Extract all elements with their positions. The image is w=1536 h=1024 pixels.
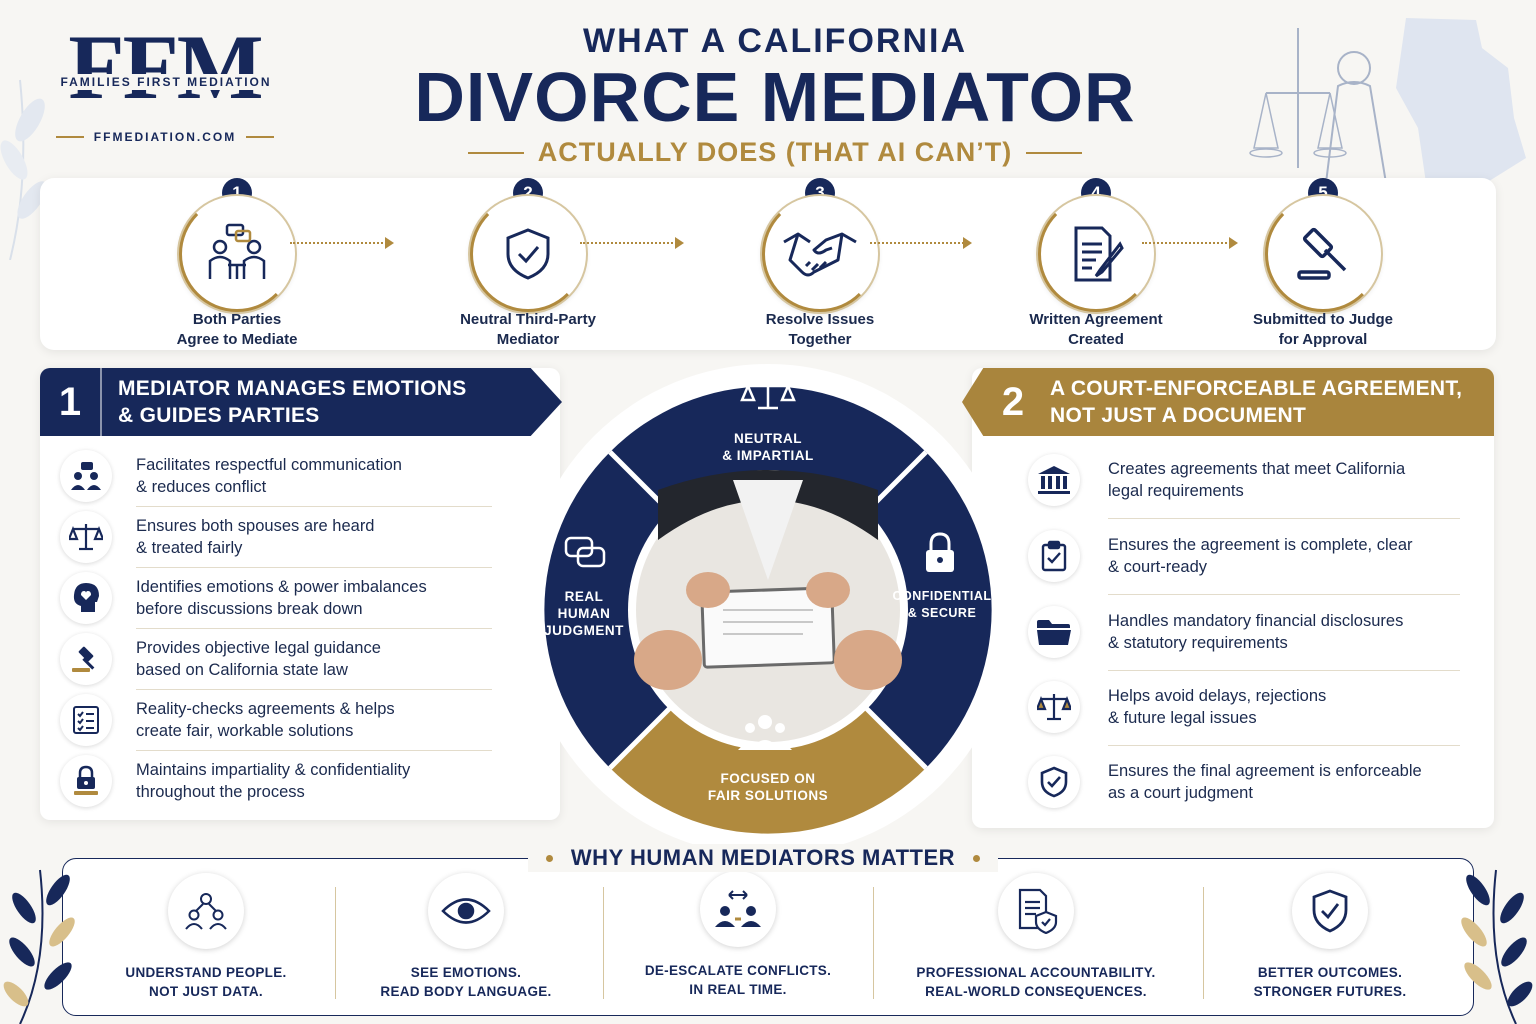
shield-check-icon <box>1292 873 1368 949</box>
benefit-item: SEE EMOTIONS.READ BODY LANGUAGE. <box>331 873 601 1001</box>
logo-url-text: FFMEDIATION.COM <box>93 130 237 144</box>
lady-justice-icon <box>1249 18 1526 183</box>
title-line-1: WHAT A CALIFORNIA <box>582 22 967 60</box>
panel-number: 2 <box>1001 379 1025 424</box>
wheel-label-right: CONFIDENTIAL& SECURE <box>892 589 992 620</box>
checklist-icon <box>60 694 112 746</box>
clipboard-check-icon <box>1028 530 1080 582</box>
leaf-decoration-icon <box>0 79 47 260</box>
list-item: Facilitates respectful communication& re… <box>60 450 402 502</box>
folder-icon <box>1028 606 1080 658</box>
bottom-section-title: WHY HUMAN MEDIATORS MATTER <box>528 844 998 872</box>
gavel-icon <box>1265 196 1381 312</box>
wheel-label-top: NEUTRAL& IMPARTIAL <box>722 431 814 463</box>
step-arrow-icon <box>290 237 394 249</box>
laurel-branch-icon <box>3 869 75 1024</box>
benefit-item: DE-ESCALATE CONFLICTS.IN REAL TIME. <box>603 871 873 999</box>
list-item: Maintains impartiality & confidentiality… <box>60 755 410 807</box>
title-line-3: ACTUALLY DOES (THAT AI CAN’T) <box>380 137 1170 168</box>
gavel-icon <box>60 633 112 685</box>
scales-icon <box>740 378 796 410</box>
lock-person-icon <box>60 755 112 807</box>
handshake-icon <box>762 196 878 312</box>
logo-url: FFMEDIATION.COM <box>40 130 290 144</box>
title-line-3-text: ACTUALLY DOES (THAT AI CAN’T) <box>537 137 1013 167</box>
benefit-text: BETTER OUTCOMES.STRONGER FUTURES. <box>1253 965 1407 999</box>
logo-name: FAMILIES FIRST MEDIATION <box>48 74 284 90</box>
laurel-branch-icon <box>1461 869 1533 1024</box>
chat-bubbles-icon <box>564 536 606 568</box>
benefit-text: SEE EMOTIONS.READ BODY LANGUAGE. <box>380 965 552 999</box>
benefit-text: PROFESSIONAL ACCOUNTABILITY.REAL-WORLD C… <box>916 965 1156 999</box>
panel-number: 1 <box>58 379 82 424</box>
document-shield-icon <box>998 873 1074 949</box>
benefit-text: DE-ESCALATE CONFLICTS.IN REAL TIME. <box>644 963 832 997</box>
people-chat-icon <box>60 450 112 502</box>
shield-check-icon <box>1028 756 1080 808</box>
bottom-title-text: WHY HUMAN MEDIATORS MATTER <box>570 845 956 870</box>
list-item: Ensures the agreement is complete, clear… <box>1028 530 1413 582</box>
step-arrow-icon <box>580 237 684 249</box>
logo-mark: FFM <box>68 16 263 118</box>
shield-check-icon <box>470 196 586 312</box>
panel-banner: 1 MEDIATOR MANAGES EMOTIONS& GUIDES PART… <box>40 368 562 436</box>
list-item: Ensures both spouses are heard& treated … <box>60 511 375 563</box>
step-arrow-icon <box>1142 237 1238 249</box>
benefit-item: PROFESSIONAL ACCOUNTABILITY.REAL-WORLD C… <box>901 873 1171 1001</box>
list-item: Handles mandatory financial disclosures&… <box>1028 606 1403 658</box>
panel-title: MEDIATOR MANAGES EMOTIONS& GUIDES PARTIE… <box>118 377 467 427</box>
title-line-2: DIVORCE MEDIATOR <box>414 58 1136 136</box>
page-title: WHAT A CALIFORNIA DIVORCE MEDIATOR ACTUA… <box>380 22 1170 168</box>
step-arrow-icon <box>870 237 972 249</box>
benefit-item: BETTER OUTCOMES.STRONGER FUTURES. <box>1195 873 1465 1001</box>
eye-icon <box>428 873 504 949</box>
document-pen-icon <box>1038 196 1154 312</box>
group-people-icon <box>738 715 792 750</box>
lock-icon <box>926 532 954 572</box>
head-heart-icon <box>60 572 112 624</box>
panel-title: A COURT-ENFORCEABLE AGREEMENT,NOT JUST A… <box>1050 377 1463 427</box>
scales-icon <box>1028 681 1080 733</box>
courthouse-icon <box>1028 454 1080 506</box>
list-item: Ensures the final agreement is enforceab… <box>1028 756 1422 808</box>
benefit-item: UNDERSTAND PEOPLE.NOT JUST DATA. <box>71 873 341 1001</box>
two-people-arrows-icon <box>700 871 776 947</box>
meeting-icon <box>179 196 295 312</box>
people-network-icon <box>168 873 244 949</box>
why-human-mediators-panel: UNDERSTAND PEOPLE.NOT JUST DATA. SEE EMO… <box>62 858 1474 1016</box>
benefit-text: UNDERSTAND PEOPLE.NOT JUST DATA. <box>125 965 287 999</box>
list-item: Helps avoid delays, rejections& future l… <box>1028 681 1326 733</box>
panel-banner: 2 A COURT-ENFORCEABLE AGREEMENT,NOT JUST… <box>962 368 1494 436</box>
court-agreement-panel: 2 A COURT-ENFORCEABLE AGREEMENT,NOT JUST… <box>962 368 1494 828</box>
logo: FFM FAMILIES FIRST MEDIATION FFMEDIATION… <box>40 16 290 144</box>
scales-icon <box>60 511 112 563</box>
mediator-emotions-panel: 1 MEDIATOR MANAGES EMOTIONS& GUIDES PART… <box>40 368 562 820</box>
